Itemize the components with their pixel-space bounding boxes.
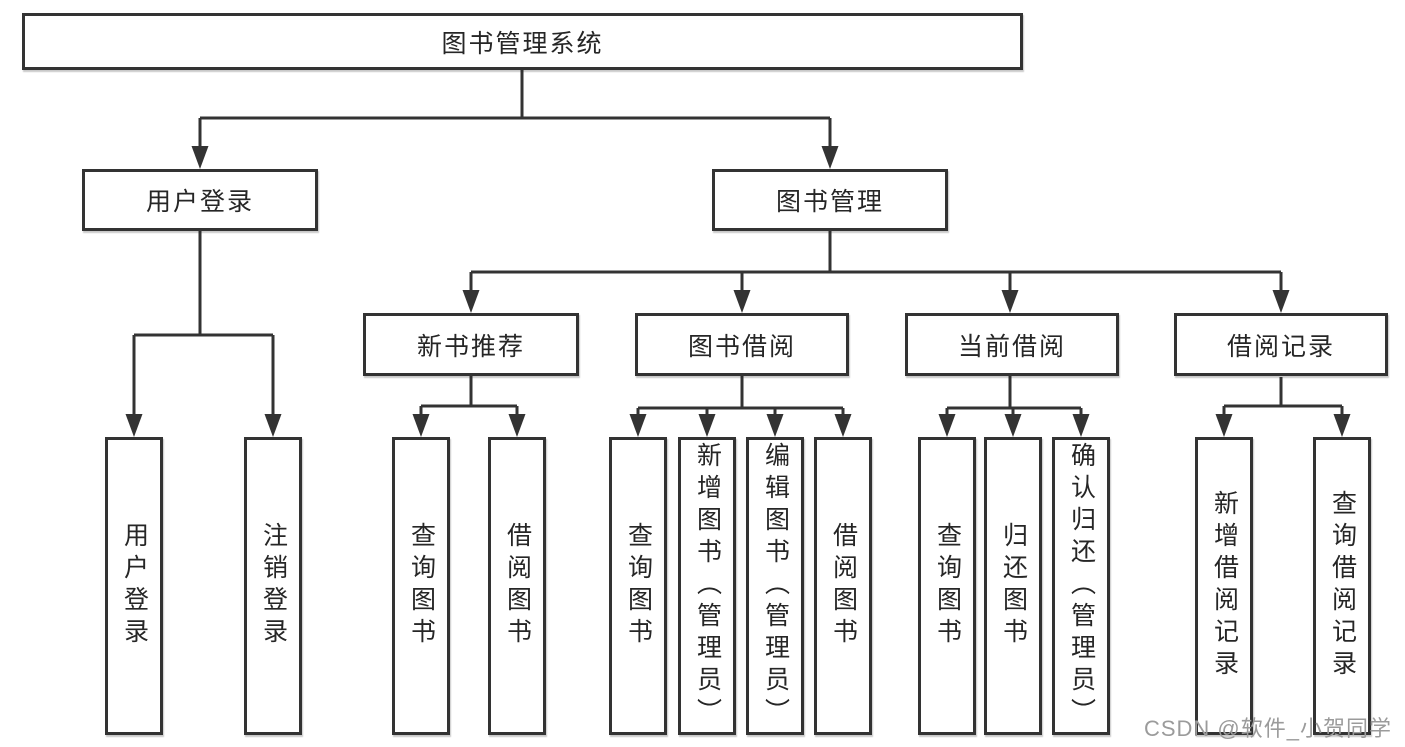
leaf-borrowing-edit-books-admin: 编辑图书（管理员） <box>746 437 804 735</box>
node-book-borrowing-label: 图书借阅 <box>687 332 796 361</box>
leaf-current-return-books-label: 归还图书 <box>999 522 1028 650</box>
leaf-borrowing-edit-books-admin-label: 编辑图书（管理员） <box>761 442 790 730</box>
leaf-logout-label: 注销登录 <box>259 522 288 650</box>
leaf-current-confirm-return-admin: 确认归还（管理员） <box>1052 437 1110 735</box>
node-current-borrowing-label: 当前借阅 <box>957 332 1066 361</box>
arrowheads <box>125 146 1351 437</box>
leaf-new-books-query-books: 查询图书 <box>392 437 450 735</box>
node-user-login: 用户登录 <box>82 169 318 231</box>
node-borrowing-records: 借阅记录 <box>1174 313 1388 376</box>
node-book-borrowing: 图书借阅 <box>635 313 849 376</box>
node-book-management-label: 图书管理 <box>775 188 884 216</box>
leaf-user-login: 用户登录 <box>105 437 163 735</box>
leaf-new-books-borrow-books-label: 借阅图书 <box>503 522 532 650</box>
leaf-borrowing-query-books-label: 查询图书 <box>624 522 653 650</box>
leaf-borrowing-add-books-admin: 新增图书（管理员） <box>678 437 736 735</box>
leaf-current-query-books-label: 查询图书 <box>933 522 962 650</box>
leaf-records-add-borrow-record-label: 新增借阅记录 <box>1210 490 1239 682</box>
csdn-watermark: CSDN @软件_小贺同学 <box>1143 716 1392 741</box>
leaf-user-login-label: 用户登录 <box>120 522 149 650</box>
leaf-records-query-borrow-record-label: 查询借阅记录 <box>1328 490 1357 682</box>
leaf-current-confirm-return-admin-label: 确认归还（管理员） <box>1067 442 1096 730</box>
leaf-borrowing-borrow-books: 借阅图书 <box>814 437 872 735</box>
node-root-system: 图书管理系统 <box>22 13 1023 70</box>
node-current-borrowing: 当前借阅 <box>905 313 1119 376</box>
leaf-borrowing-add-books-admin-label: 新增图书（管理员） <box>693 442 722 730</box>
leaf-borrowing-query-books: 查询图书 <box>609 437 667 735</box>
node-user-login-label: 用户登录 <box>145 188 254 216</box>
node-borrowing-records-label: 借阅记录 <box>1226 332 1335 361</box>
node-root-label: 图书管理系统 <box>441 29 604 58</box>
leaf-records-add-borrow-record: 新增借阅记录 <box>1195 437 1253 735</box>
leaf-logout: 注销登录 <box>244 437 302 735</box>
leaf-current-query-books: 查询图书 <box>918 437 976 735</box>
leaf-new-books-query-books-label: 查询图书 <box>407 522 436 650</box>
node-new-book-recommend: 新书推荐 <box>363 313 579 376</box>
node-book-management: 图书管理 <box>712 169 948 231</box>
leaf-records-query-borrow-record: 查询借阅记录 <box>1313 437 1371 735</box>
leaf-current-return-books: 归还图书 <box>984 437 1042 735</box>
node-new-book-recommend-label: 新书推荐 <box>416 332 525 361</box>
leaf-borrowing-borrow-books-label: 借阅图书 <box>829 522 858 650</box>
leaf-new-books-borrow-books: 借阅图书 <box>488 437 546 735</box>
